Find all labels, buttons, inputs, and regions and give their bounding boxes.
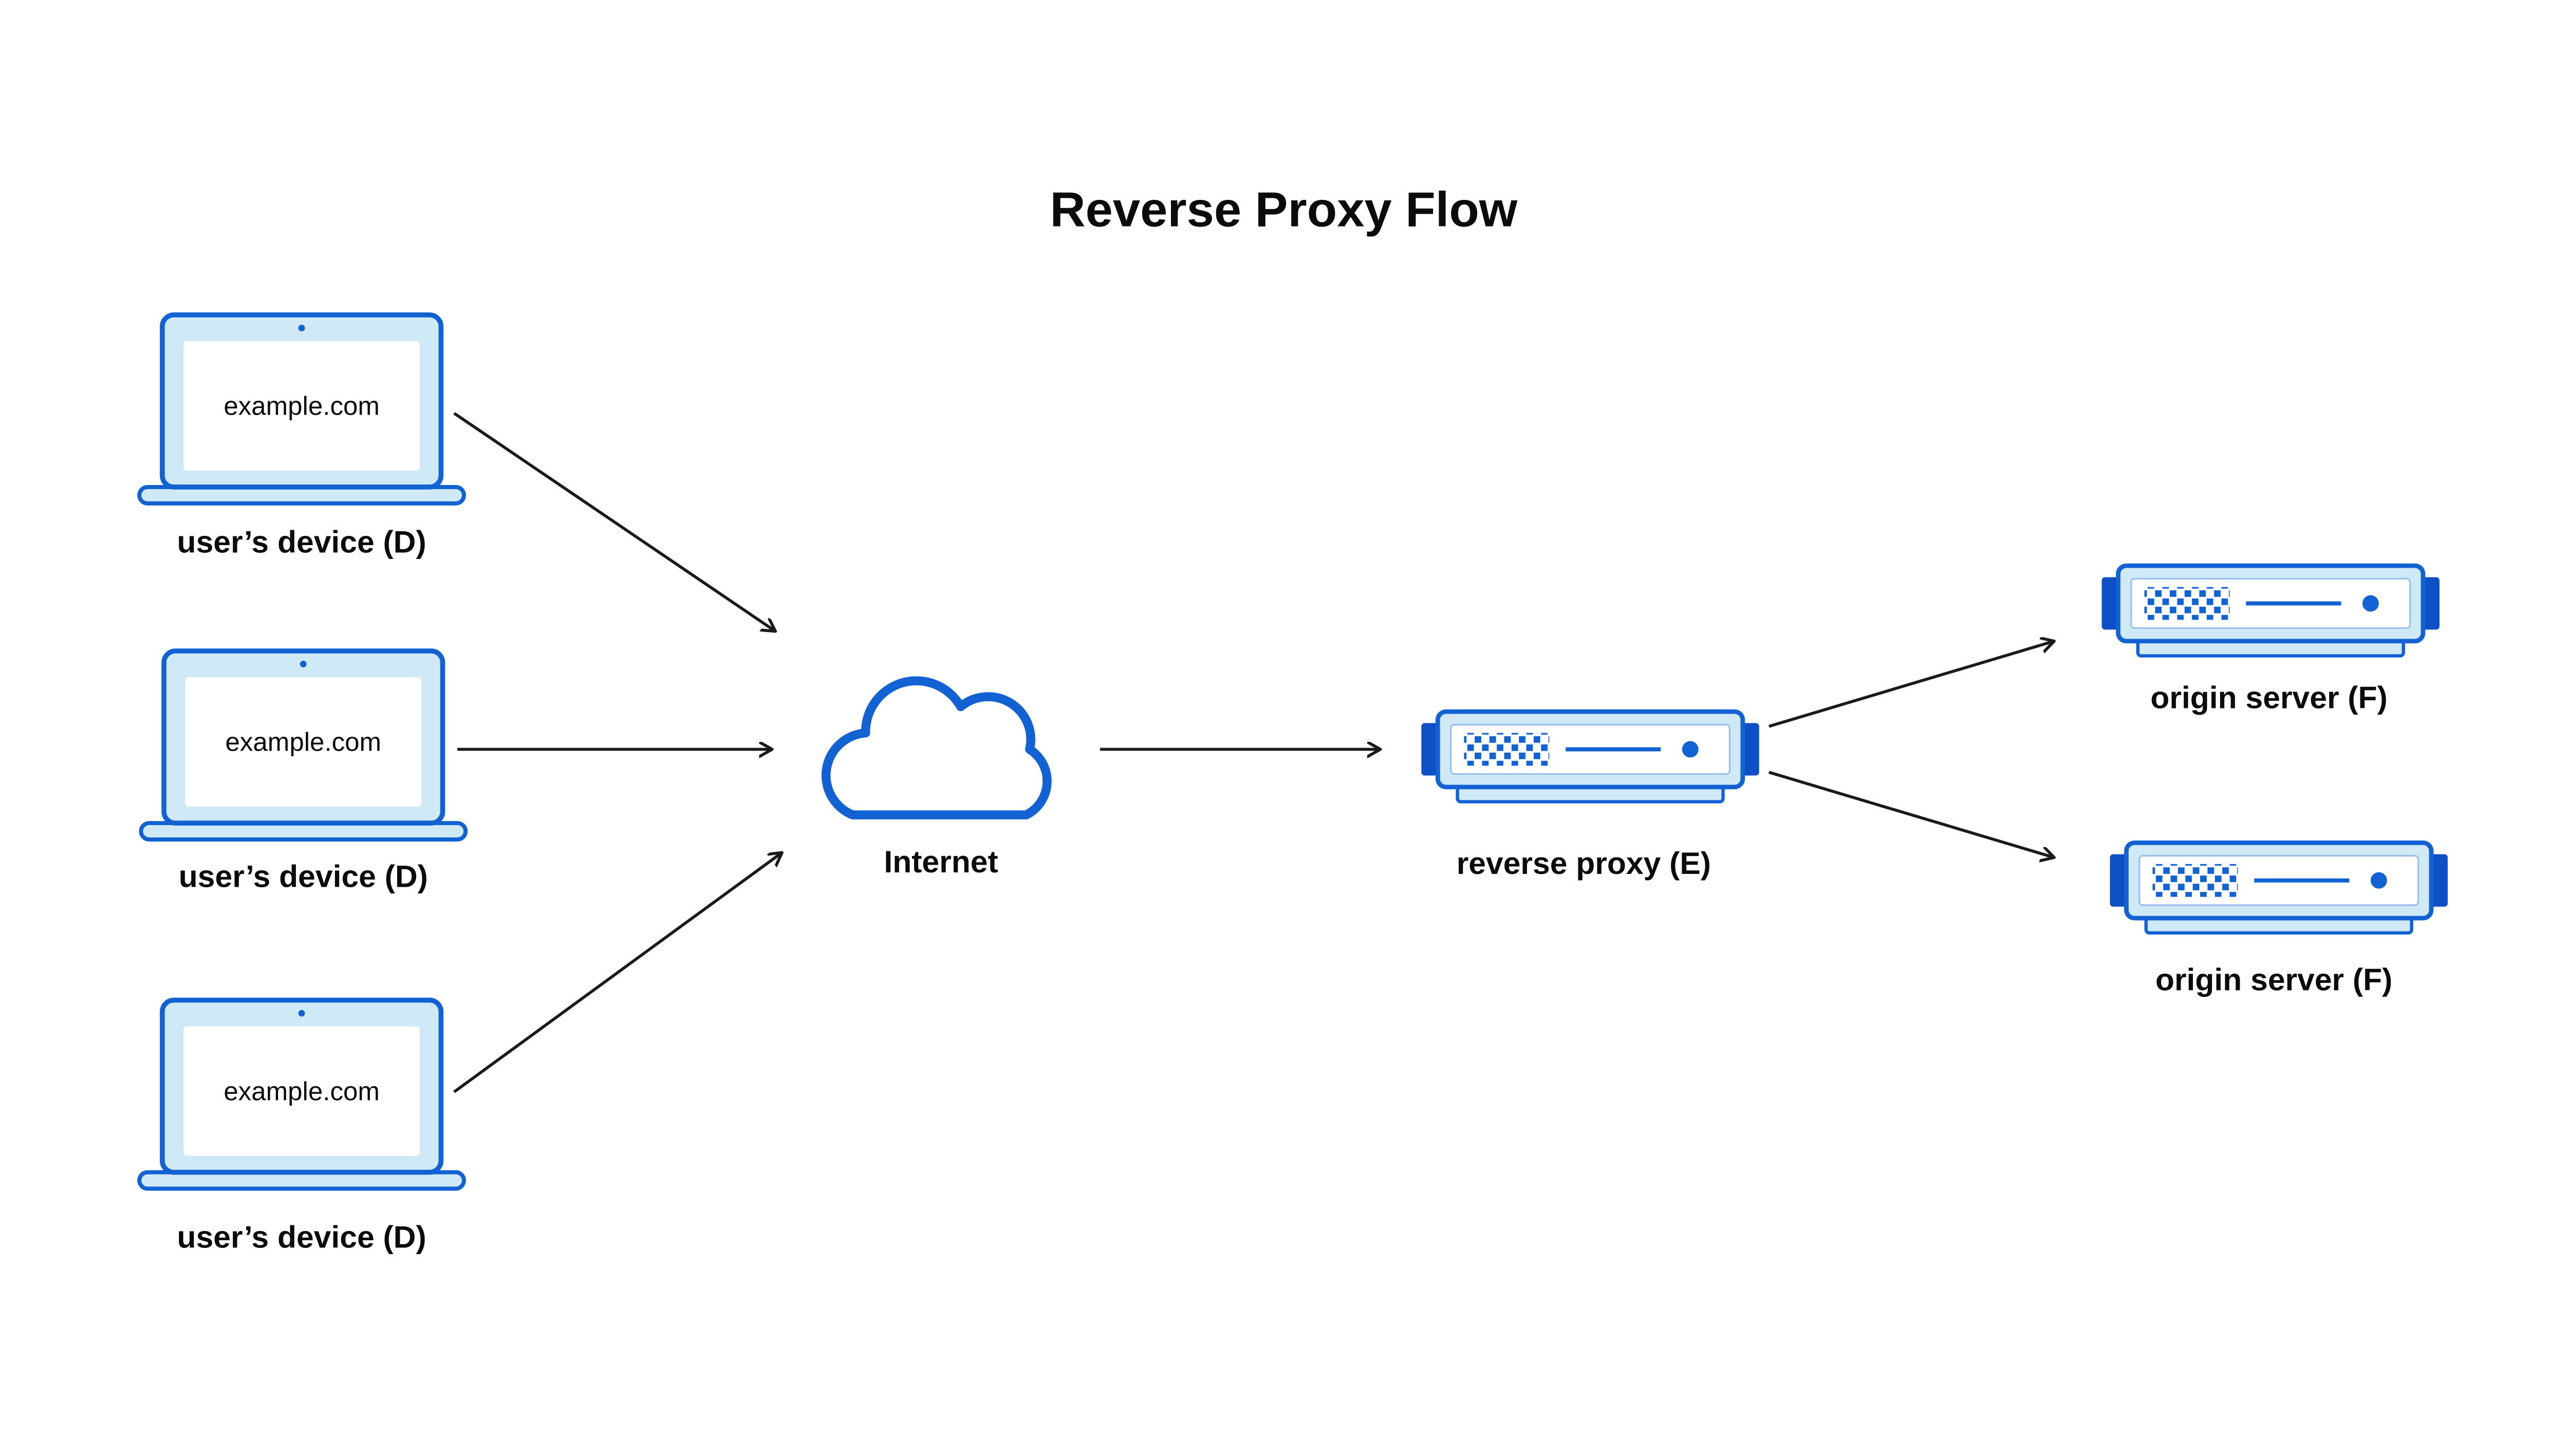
node-user-device-1: example.com user’s device (D) xyxy=(139,315,464,559)
server-icon xyxy=(1421,712,1759,801)
node-origin-server-2: origin server (F) xyxy=(2110,843,2448,997)
device-screen-text: example.com xyxy=(224,1076,380,1106)
diagram-title: Reverse Proxy Flow xyxy=(1050,182,1518,237)
node-origin-server-1: origin server (F) xyxy=(2102,566,2440,715)
node-user-device-2: example.com user’s device (D) xyxy=(141,651,466,894)
internet-label: Internet xyxy=(884,844,998,879)
server-icon xyxy=(2110,843,2448,932)
node-reverse-proxy: reverse proxy (E) xyxy=(1421,712,1759,881)
arrow-device3-to-internet xyxy=(453,853,782,1093)
flow-arrows xyxy=(453,412,2054,1093)
arrow-device1-to-internet xyxy=(453,412,775,631)
cloud-icon xyxy=(821,676,1052,819)
origin-server-label: origin server (F) xyxy=(2150,680,2387,715)
node-user-device-3: example.com user’s device (D) xyxy=(139,1000,464,1254)
device-label: user’s device (D) xyxy=(179,859,428,894)
arrow-reverse-proxy-to-origin2 xyxy=(1768,771,2054,857)
reverse-proxy-label: reverse proxy (E) xyxy=(1457,846,1711,881)
device-label: user’s device (D) xyxy=(177,525,426,559)
device-screen-text: example.com xyxy=(224,391,380,421)
device-screen-text: example.com xyxy=(226,727,382,757)
origin-server-label: origin server (F) xyxy=(2155,962,2392,997)
node-internet: Internet xyxy=(821,676,1052,879)
server-icon xyxy=(2102,566,2440,656)
device-label: user’s device (D) xyxy=(177,1219,426,1254)
arrow-reverse-proxy-to-origin1 xyxy=(1768,641,2054,728)
